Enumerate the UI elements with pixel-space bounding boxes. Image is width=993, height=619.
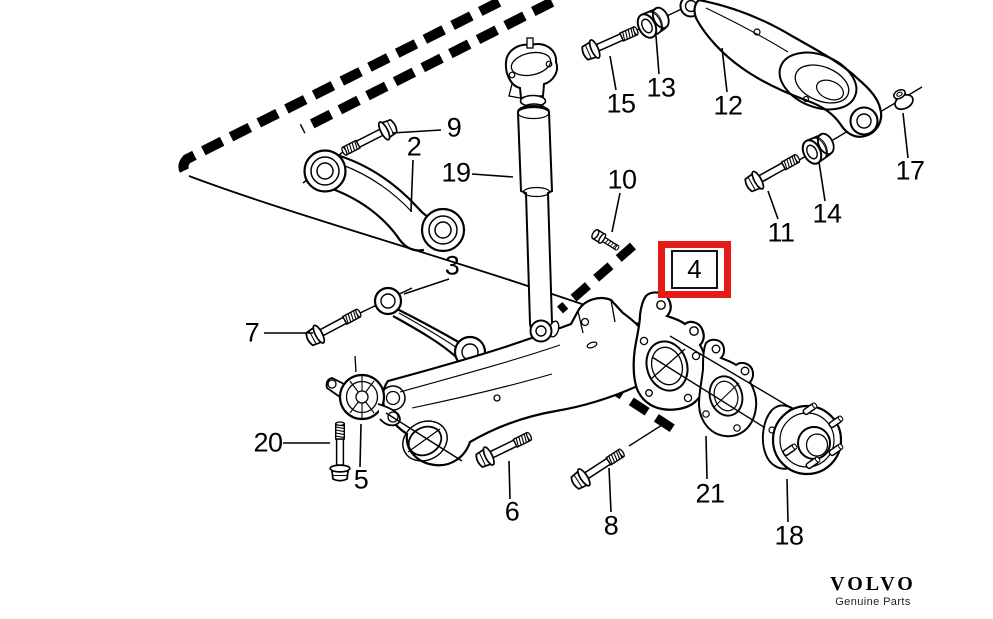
part-callout-15[interactable]: 15 xyxy=(606,88,636,119)
part-callout-5[interactable]: 5 xyxy=(353,464,369,495)
part-21-shield-plate-drawing xyxy=(697,338,758,438)
part-callout-8[interactable]: 8 xyxy=(603,510,619,541)
part-20-bolt-drawing xyxy=(329,421,351,482)
part-callout-14[interactable]: 14 xyxy=(812,198,842,229)
part-7-bolt-drawing xyxy=(302,302,366,350)
genuine-parts-tagline: Genuine Parts xyxy=(835,596,911,608)
part-19-shock-absorber-drawing xyxy=(504,37,560,343)
part-callout-2[interactable]: 2 xyxy=(406,131,422,162)
part-callout-13[interactable]: 13 xyxy=(646,72,676,103)
hub-assembly-axis-lines xyxy=(651,335,789,432)
volvo-logo: VOLVO xyxy=(830,573,916,595)
part-2-upper-arm-drawing xyxy=(303,149,466,253)
part-callout-18[interactable]: 18 xyxy=(774,520,804,551)
part-10-bolt-drawing xyxy=(591,228,620,251)
bolt-8-axis-line xyxy=(628,424,663,447)
body-contour-line xyxy=(188,175,651,329)
part-callout-7[interactable]: 7 xyxy=(244,317,260,348)
part-8-bolt-drawing xyxy=(567,442,630,494)
part-9-bolt-drawing xyxy=(337,115,401,162)
part-callout-12[interactable]: 12 xyxy=(713,90,743,121)
part-18-wheel-hub-drawing xyxy=(761,402,844,476)
part-callout-10[interactable]: 10 xyxy=(607,164,637,195)
body-dash-band-upper xyxy=(178,0,555,180)
part-3-link-arm-drawing xyxy=(373,286,487,369)
wheel-studs xyxy=(782,402,844,470)
part-callout-9[interactable]: 9 xyxy=(446,112,462,143)
callout-leader-lines xyxy=(264,35,909,523)
part-13-bushing-drawing xyxy=(633,3,675,42)
part-14-bushing-drawing xyxy=(798,129,840,168)
part-callout-19[interactable]: 19 xyxy=(441,157,471,188)
part-callout-11[interactable]: 11 xyxy=(767,217,795,248)
part-5-bushing-drawing xyxy=(325,355,401,427)
brand-block: VOLVO Genuine Parts xyxy=(830,574,916,608)
part-callout-20[interactable]: 20 xyxy=(253,427,283,458)
part-callout-6[interactable]: 6 xyxy=(504,496,520,527)
bushing-5-axis-line xyxy=(385,412,463,462)
part-11-bolt-drawing xyxy=(741,148,805,196)
part-callout-3[interactable]: 3 xyxy=(444,250,460,281)
part-12-control-arm-drawing xyxy=(679,0,883,138)
part-17-nut-drawing xyxy=(893,88,914,111)
selected-part-callout-highlight[interactable]: 4 xyxy=(658,241,731,298)
part-callout-17[interactable]: 17 xyxy=(895,155,925,186)
part-callout-21[interactable]: 21 xyxy=(695,478,725,509)
selected-part-number: 4 xyxy=(671,250,718,289)
